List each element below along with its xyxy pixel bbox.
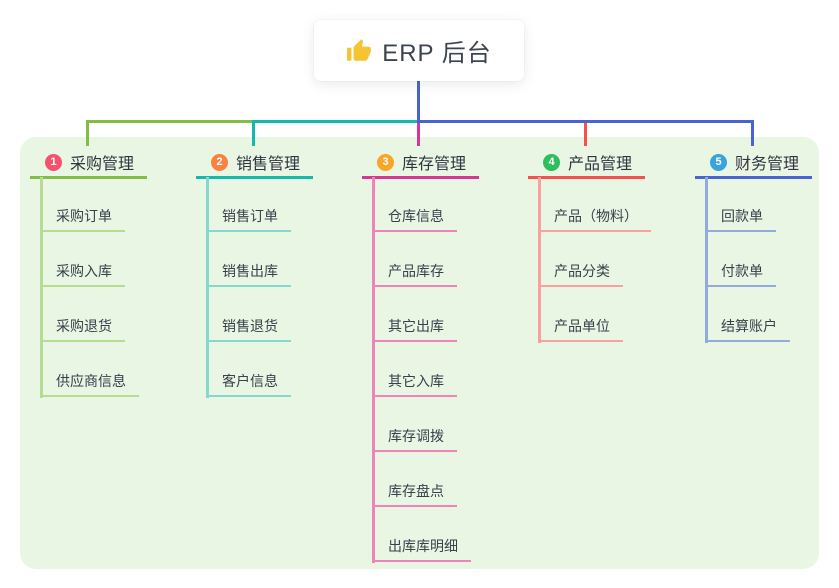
child-node-purchase-0[interactable]: 采购订单: [40, 206, 125, 232]
children-trunk-sales: [206, 177, 209, 398]
branch-header-purchase[interactable]: 1 采购管理: [45, 150, 134, 174]
branch-label-product: 产品管理: [568, 156, 633, 173]
child-node-inventory-0[interactable]: 仓库信息: [372, 206, 457, 232]
children-trunk-product: [538, 177, 541, 343]
child-node-purchase-2[interactable]: 采购退货: [40, 316, 125, 342]
child-node-sales-0[interactable]: 销售订单: [206, 206, 291, 232]
branch-header-product[interactable]: 4 产品管理: [543, 150, 632, 174]
branch-number-badge-purchase: 1: [45, 153, 62, 171]
branch-header-finance[interactable]: 5 财务管理: [710, 150, 799, 174]
child-node-inventory-1[interactable]: 产品库存: [372, 261, 457, 287]
branch-number-badge-finance: 5: [710, 153, 727, 171]
drop-line-inventory: [417, 123, 420, 146]
branch-label-purchase: 采购管理: [70, 156, 135, 173]
drop-line-product: [584, 123, 587, 146]
children-trunk-purchase: [40, 177, 43, 398]
branch-number-badge-sales: 2: [211, 153, 228, 171]
child-node-sales-2[interactable]: 销售退货: [206, 316, 291, 342]
child-node-inventory-4[interactable]: 库存调拨: [372, 426, 457, 452]
branch-label-finance: 财务管理: [735, 156, 800, 173]
child-node-finance-1[interactable]: 付款单: [705, 261, 776, 287]
branch-header-inventory[interactable]: 3 库存管理: [377, 150, 466, 174]
branch-underline-purchase: [30, 176, 147, 179]
child-node-inventory-6[interactable]: 出库库明细: [372, 536, 471, 562]
branch-underline-sales: [196, 176, 313, 179]
branch-underline-product: [528, 176, 645, 179]
spine-segment-purchase: [86, 120, 255, 123]
spine-segment-finance: [417, 120, 754, 123]
drop-line-purchase: [86, 120, 89, 146]
branches-panel: [20, 137, 819, 569]
child-node-finance-0[interactable]: 回款单: [705, 206, 776, 232]
child-node-product-2[interactable]: 产品单位: [538, 316, 623, 342]
child-node-finance-2[interactable]: 结算账户: [705, 316, 790, 342]
branch-label-inventory: 库存管理: [402, 156, 467, 173]
root-node[interactable]: ERP 后台: [314, 20, 524, 81]
branch-label-sales: 销售管理: [236, 156, 301, 173]
child-node-product-0[interactable]: 产品（物料）: [538, 206, 651, 232]
child-node-sales-3[interactable]: 客户信息: [206, 371, 291, 397]
branch-number-badge-product: 4: [543, 153, 560, 171]
child-node-sales-1[interactable]: 销售出库: [206, 261, 291, 287]
child-node-product-1[interactable]: 产品分类: [538, 261, 623, 287]
branch-number-badge-inventory: 3: [377, 153, 394, 171]
root-connector-line: [417, 80, 420, 120]
children-trunk-inventory: [372, 177, 375, 563]
children-trunk-finance: [705, 177, 708, 343]
drop-line-finance: [751, 120, 754, 146]
drop-line-sales: [252, 120, 255, 146]
branch-header-sales[interactable]: 2 销售管理: [211, 150, 300, 174]
thumbs-up-icon: [346, 38, 372, 64]
branch-underline-finance: [695, 176, 812, 179]
spine-segment-sales: [252, 120, 417, 123]
child-node-purchase-3[interactable]: 供应商信息: [40, 371, 139, 397]
child-node-inventory-2[interactable]: 其它出库: [372, 316, 457, 342]
child-node-inventory-3[interactable]: 其它入库: [372, 371, 457, 397]
child-node-inventory-5[interactable]: 库存盘点: [372, 481, 457, 507]
root-label: ERP 后台: [382, 40, 492, 67]
branch-underline-inventory: [362, 176, 479, 179]
child-node-purchase-1[interactable]: 采购入库: [40, 261, 125, 287]
